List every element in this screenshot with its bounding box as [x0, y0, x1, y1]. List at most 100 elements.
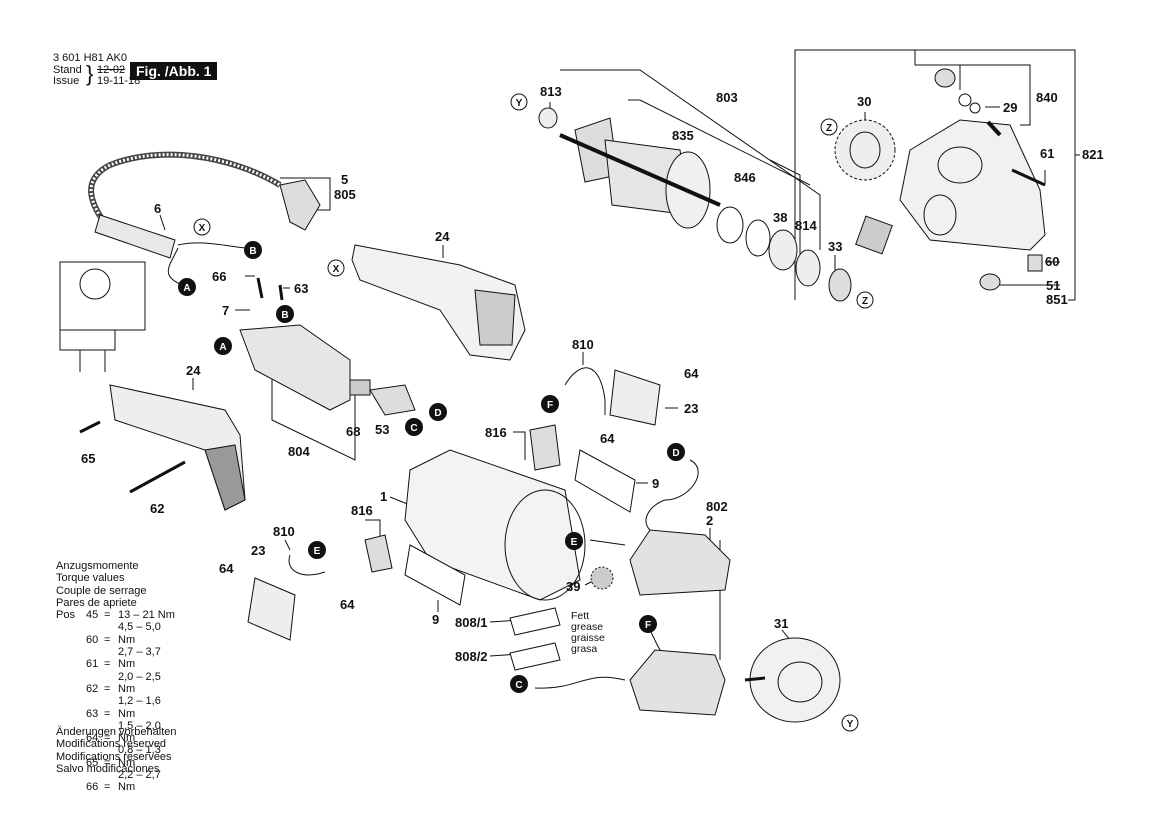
bracket-804 — [271, 370, 356, 461]
label-31: 31 — [774, 616, 788, 631]
label-808-2: 808/2 — [455, 649, 488, 664]
torque-pos: 61 — [86, 658, 99, 671]
label-30: 30 — [857, 94, 871, 109]
motor-symbol — [79, 268, 111, 300]
torque-title-fr: Couple de serrage — [56, 584, 147, 597]
torque-eq: = — [104, 633, 111, 646]
label-5: 5 — [341, 172, 348, 187]
bracket-840 — [914, 50, 1031, 126]
modifications-note: Änderungen vorbehalten Modifications res… — [56, 726, 176, 775]
marker-circle — [820, 118, 838, 136]
label-810-bottom: 810 — [273, 524, 295, 539]
screw-63 — [278, 284, 284, 301]
marker-circle — [565, 532, 583, 550]
bracket-835 — [628, 99, 811, 186]
torque-value: 2,2 – 2,7 Nm — [118, 769, 161, 794]
torque-value: 0,8 – 1,3 Nm — [118, 744, 161, 769]
torque-pos: 66 — [86, 781, 99, 794]
label-802: 802 — [706, 499, 728, 514]
torque-row: 61=2,7 – 3,7 Nm — [56, 646, 178, 671]
label-38: 38 — [773, 210, 787, 225]
switch-spring — [349, 379, 371, 396]
marker-letter: D — [672, 448, 679, 459]
torque-row: 63=1,2 – 1,6 Nm — [56, 695, 178, 720]
marker-circle — [405, 418, 423, 436]
washer-846 — [745, 219, 771, 257]
brush-holder-816b — [364, 534, 393, 573]
bearing-814 — [795, 249, 821, 287]
gear-hub — [849, 131, 881, 169]
brush-cover-23b — [247, 577, 296, 641]
marker-letter: A — [219, 342, 226, 353]
marker-letter: Z — [826, 123, 832, 134]
switch-body — [239, 324, 351, 411]
torque-row: 62=2,0 – 2,5 Nm — [56, 671, 178, 696]
label-835: 835 — [672, 128, 694, 143]
label-62: 62 — [150, 501, 164, 516]
wire-D — [645, 459, 699, 531]
grease-es: grasa — [571, 643, 598, 655]
stand-date: 12-02 — [97, 64, 126, 76]
marker-circle — [276, 305, 294, 323]
marker-circle — [429, 403, 447, 421]
torque-title-en: Torque values — [56, 572, 125, 585]
label-816-bottom: 816 — [351, 503, 373, 518]
label-64-a: 64 — [684, 366, 699, 381]
torque-value: 4,5 – 5,0 Nm — [118, 621, 161, 646]
label-9-a: 9 — [652, 476, 659, 491]
label-39: 39 — [566, 579, 580, 594]
drawing-code: 3 601 H81 AK0 — [53, 52, 128, 64]
screw-60 — [1027, 254, 1043, 272]
marker-letter: F — [645, 620, 651, 631]
label-804: 804 — [288, 444, 310, 459]
plug — [279, 179, 321, 231]
screw-61 — [1011, 168, 1046, 187]
bracket-814 — [769, 159, 801, 255]
power-cord-inner — [89, 153, 281, 231]
marker-letter: A — [183, 283, 190, 294]
label-60: 60 — [1045, 254, 1059, 269]
handle-bottom-grip — [204, 444, 246, 511]
armature-shaft — [559, 133, 721, 207]
torque-eq: = — [104, 682, 111, 695]
label-23-a: 23 — [684, 401, 698, 416]
label-805: 805 — [334, 187, 356, 202]
note-en: Modifications reserved — [56, 738, 167, 751]
brace-glyph: } — [86, 61, 94, 86]
label-63: 63 — [294, 281, 308, 296]
label-61: 61 — [1040, 146, 1054, 161]
gear-housing-821 — [899, 119, 1046, 251]
label-803: 803 — [716, 90, 738, 105]
marker-circle — [214, 337, 232, 355]
torque-pos: 62 — [86, 682, 99, 695]
torque-value: 1,2 – 1,6 Nm — [118, 695, 161, 720]
marker-circle — [244, 241, 262, 259]
power-cord — [88, 151, 282, 232]
marker-circle — [308, 541, 326, 559]
marker-circle — [327, 259, 345, 277]
torque-value: 13 – 21 Nm — [118, 609, 175, 622]
note-fr: Modifications reservees — [56, 750, 172, 763]
label-7: 7 — [222, 303, 229, 318]
note-es: Salvo modificaciones — [56, 762, 160, 775]
marker-letter: Z — [862, 296, 868, 307]
label-51: 51 — [1046, 278, 1060, 293]
marker-circle — [510, 93, 528, 111]
marker-letter: E — [314, 546, 321, 557]
label-23-b: 23 — [251, 543, 265, 558]
label-33: 33 — [828, 239, 842, 254]
torque-eq: = — [104, 609, 111, 622]
torque-eq: = — [104, 781, 111, 794]
torque-row: 64=1,5 – 2,0 Nm — [56, 720, 178, 745]
label-9-b: 9 — [432, 612, 439, 627]
torque-eq: = — [104, 732, 111, 745]
torque-pos: 60 — [86, 633, 99, 646]
marker-circle — [667, 443, 685, 461]
bumper-51 — [979, 273, 1001, 291]
bracket-816b — [365, 519, 381, 540]
marker-circle — [178, 278, 196, 296]
marker-circle — [193, 218, 211, 236]
torque-value: 1,5 – 2,0 Nm — [118, 719, 161, 745]
